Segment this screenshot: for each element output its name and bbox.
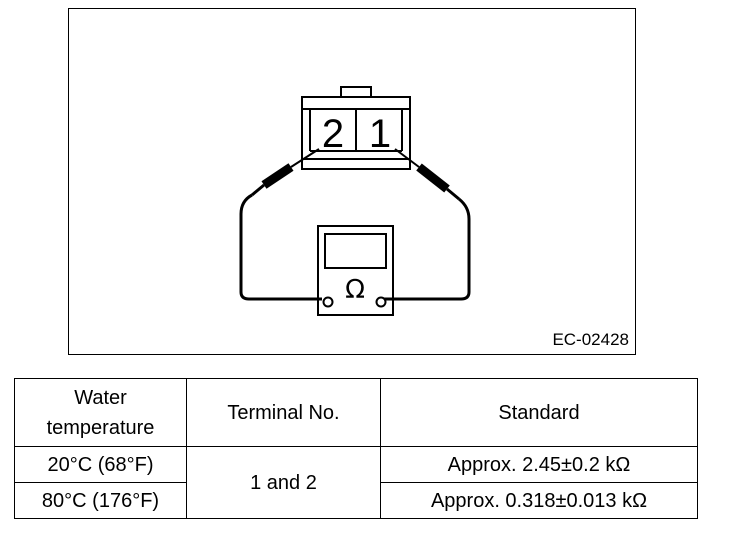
table-row: 20°C (68°F) 1 and 2 Approx. 2.45±0.2 kΩ — [14, 446, 698, 519]
header-water-temperature: Water temperature — [14, 378, 187, 447]
lead-wire-left — [239, 193, 322, 301]
standard-cell: Approx. 0.318±0.013 kΩ — [380, 482, 698, 519]
temperature-cell: 80°C (176°F) — [14, 482, 187, 519]
terminal-1-label: 1 — [369, 112, 391, 156]
ohmmeter — [317, 225, 394, 316]
ohmmeter-display — [324, 233, 387, 269]
connector-lock — [340, 86, 372, 97]
terminal-2-label: 2 — [322, 112, 344, 156]
lead-wire-right — [383, 197, 471, 301]
table-header-row: Water temperature Terminal No. Standard — [14, 378, 698, 447]
diagram-drawing: 2 1 Ω — [239, 86, 471, 316]
resistance-spec-table: Water temperature Terminal No. Standard … — [14, 378, 698, 519]
terminals-cell: 1 and 2 — [186, 446, 381, 519]
table-row: 80°C (176°F) Approx. 0.318±0.013 kΩ — [14, 482, 698, 519]
probe-right — [394, 148, 460, 201]
connector-resistance-diagram: 2 1 Ω EC-02428 — [68, 8, 636, 355]
ohm-symbol: Ω — [345, 275, 365, 305]
terminal-jack-right — [375, 296, 387, 308]
connector-body — [301, 96, 411, 170]
probe-left — [251, 148, 320, 197]
ohmmeter-body — [317, 225, 394, 316]
terminal-jack-left — [322, 296, 334, 308]
header-terminal-no: Terminal No. — [186, 378, 381, 447]
figure-code: EC-02428 — [552, 330, 629, 349]
header-standard: Standard — [380, 378, 698, 447]
temperature-cell: 20°C (68°F) — [14, 446, 187, 483]
connector — [301, 86, 411, 170]
standard-cell: Approx. 2.45±0.2 kΩ — [380, 446, 698, 483]
